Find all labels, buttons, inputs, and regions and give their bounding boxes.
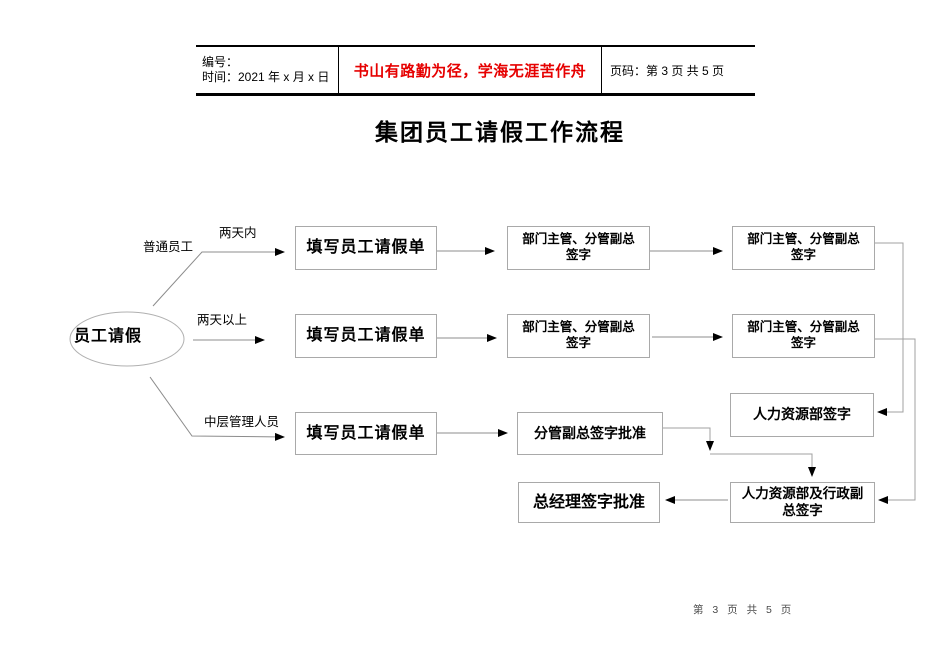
header-page-cell: 页码：第 3 页 共 5 页: [602, 47, 754, 93]
box-dept-manager-sign-1: 部门主管、分管副总签字: [507, 226, 650, 270]
box-label: 部门主管、分管副总签字: [522, 232, 635, 262]
box-gm-sign-approve: 总经理签字批准: [518, 482, 660, 523]
box-label: 部门主管、分管副总签字: [522, 320, 635, 350]
connector-start-to-fill1: [152, 248, 285, 307]
start-node-label: 员工请假: [74, 328, 143, 345]
box-label: 总经理签字批准: [532, 493, 645, 511]
box-label: 部门主管、分管副总签字: [747, 232, 860, 262]
connector-vp-down: [663, 427, 714, 451]
connector-dept2-to-hr: [875, 242, 904, 416]
box-hr-sign: 人力资源部签字: [730, 393, 874, 437]
header-motto-text: 书山有路勤为径，学海无涯苦作舟: [353, 62, 587, 80]
page-title: 集团员工请假工作流程: [375, 119, 625, 145]
box-label: 部门主管、分管副总签字: [747, 320, 860, 350]
footer-page-number: 第 3 页 共 5 页: [693, 604, 795, 616]
box-dept-manager-sign-3: 部门主管、分管副总签字: [507, 314, 650, 358]
box-label: 填写员工请假单: [306, 424, 426, 442]
box-label: 填写员工请假单: [306, 239, 426, 256]
box-fill-leave-form-1: 填写员工请假单: [295, 226, 437, 270]
box-vp-sign-approve: 分管副总签字批准: [517, 412, 663, 455]
box-dept-manager-sign-4: 部门主管、分管副总签字: [732, 314, 875, 358]
box-label: 人力资源部签字: [753, 406, 851, 423]
header-table: 编号： 时间：2021 年 x 月 x 日 书山有路勤为径，学海无涯苦作舟 页码…: [196, 45, 755, 96]
header-page-info: 页码：第 3 页 共 5 页: [610, 63, 725, 78]
box-fill-leave-form-2: 填写员工请假单: [295, 314, 437, 358]
branch-label-within-two-days: 两天内: [219, 226, 257, 240]
header-number-date-cell: 编号： 时间：2021 年 x 月 x 日: [196, 47, 338, 93]
box-hr-admin-sign: 人力资源部及行政副总签字: [730, 482, 875, 523]
box-label: 填写员工请假单: [306, 327, 426, 344]
box-fill-leave-form-3: 填写员工请假单: [295, 412, 437, 455]
connector-dept4-to-hradmin: [875, 338, 916, 504]
header-number-label: 编号：: [202, 55, 239, 69]
branch-label-middle-management: 中层管理人员: [204, 415, 280, 429]
connector-to-hradmin-top: [710, 453, 816, 477]
box-dept-manager-sign-2: 部门主管、分管副总签字: [732, 226, 875, 270]
branch-label-over-two-days: 两天以上: [197, 313, 248, 327]
header-date-line: 时间：2021 年 x 月 x 日: [202, 70, 330, 84]
box-label: 人力资源部及行政副总签字: [741, 485, 864, 518]
header-motto-cell: 书山有路勤为径，学海无涯苦作舟: [338, 47, 602, 93]
box-label: 分管副总签字批准: [534, 424, 646, 441]
connector-start-to-fill3: [149, 376, 285, 441]
branch-label-ordinary-employee: 普通员工: [143, 240, 194, 254]
start-ellipse: [69, 311, 185, 367]
